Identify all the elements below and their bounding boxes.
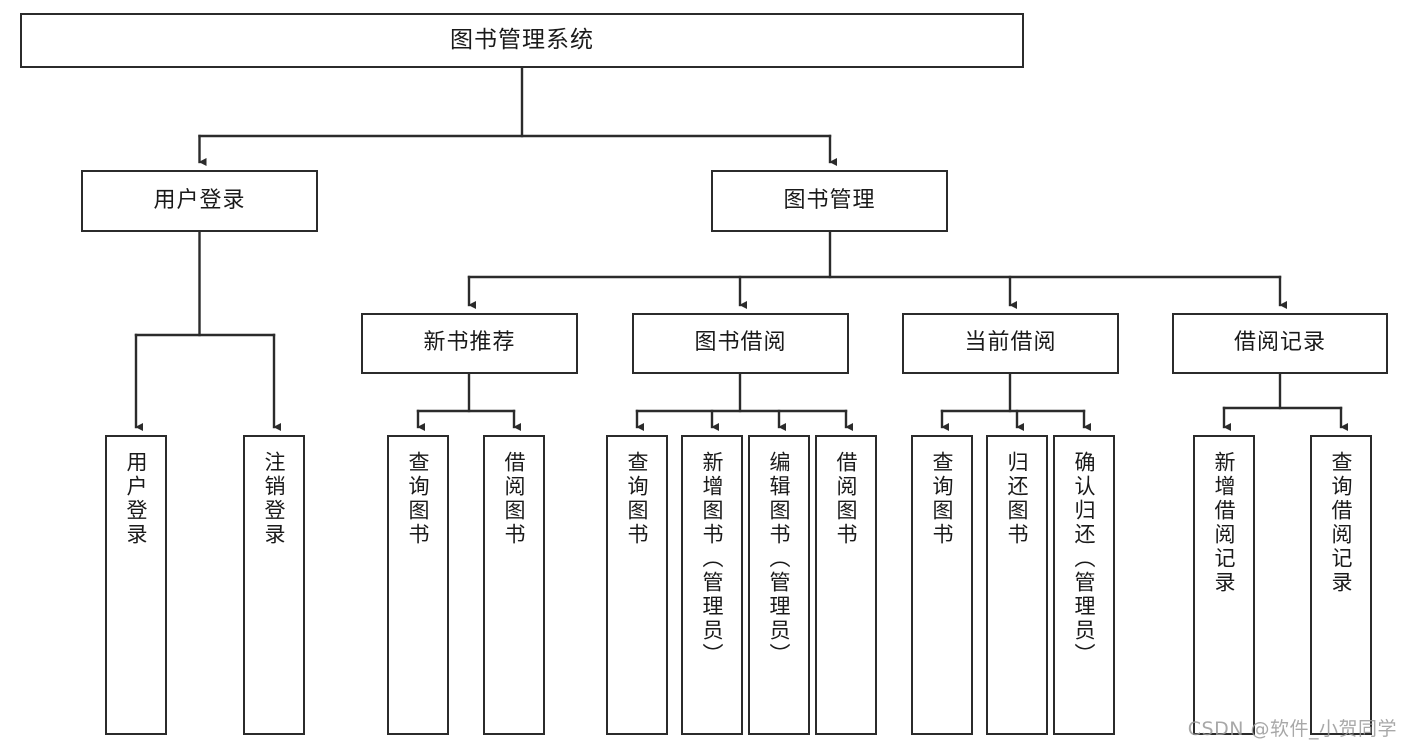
node-leaf-query-book-3[interactable]: 查询图书 bbox=[911, 435, 973, 735]
node-label: 查询借阅记录 bbox=[1329, 451, 1354, 595]
node-label: 新增图书（管理员） bbox=[700, 451, 725, 667]
node-leaf-logout[interactable]: 注销登录 bbox=[243, 435, 305, 735]
node-label: 图书借阅 bbox=[694, 330, 787, 356]
node-label: 新增借阅记录 bbox=[1212, 451, 1237, 595]
node-leaf-query-book-2[interactable]: 查询图书 bbox=[606, 435, 668, 735]
node-label: 确认归还（管理员） bbox=[1072, 451, 1097, 667]
node-new-book-recommend[interactable]: 新书推荐 bbox=[361, 313, 578, 374]
node-root-system[interactable]: 图书管理系统 bbox=[20, 13, 1024, 68]
node-label: 查询图书 bbox=[406, 451, 431, 547]
node-label: 借阅图书 bbox=[834, 451, 859, 547]
node-leaf-query-book-1[interactable]: 查询图书 bbox=[387, 435, 449, 735]
node-leaf-user-login[interactable]: 用户登录 bbox=[105, 435, 167, 735]
node-leaf-query-record[interactable]: 查询借阅记录 bbox=[1310, 435, 1372, 735]
node-leaf-borrow-book-1[interactable]: 借阅图书 bbox=[483, 435, 545, 735]
node-label: 归还图书 bbox=[1005, 451, 1030, 547]
node-label: 用户登录 bbox=[124, 451, 149, 547]
node-label: 借阅记录 bbox=[1233, 330, 1326, 356]
node-label: 注销登录 bbox=[262, 451, 287, 547]
csdn-watermark: CSDN @软件_小贺同学 bbox=[1187, 718, 1397, 740]
node-label: 图书管理系统 bbox=[450, 26, 594, 53]
node-label: 查询图书 bbox=[930, 451, 955, 547]
node-borrow-record[interactable]: 借阅记录 bbox=[1172, 313, 1388, 374]
node-label: 查询图书 bbox=[625, 451, 650, 547]
node-label: 借阅图书 bbox=[502, 451, 527, 547]
node-leaf-return-book[interactable]: 归还图书 bbox=[986, 435, 1048, 735]
node-leaf-add-record[interactable]: 新增借阅记录 bbox=[1193, 435, 1255, 735]
node-book-borrow[interactable]: 图书借阅 bbox=[632, 313, 849, 374]
node-leaf-edit-book[interactable]: 编辑图书（管理员） bbox=[748, 435, 810, 735]
node-leaf-add-book[interactable]: 新增图书（管理员） bbox=[681, 435, 743, 735]
node-label: 新书推荐 bbox=[423, 330, 516, 356]
node-label: 当前借阅 bbox=[964, 330, 1057, 356]
node-label: 用户登录 bbox=[153, 187, 246, 213]
node-leaf-confirm-return[interactable]: 确认归还（管理员） bbox=[1053, 435, 1115, 735]
node-book-manage[interactable]: 图书管理 bbox=[711, 170, 948, 232]
node-current-borrow[interactable]: 当前借阅 bbox=[902, 313, 1119, 374]
node-user-login[interactable]: 用户登录 bbox=[81, 170, 318, 232]
node-leaf-borrow-book-2[interactable]: 借阅图书 bbox=[815, 435, 877, 735]
node-label: 编辑图书（管理员） bbox=[767, 451, 792, 667]
node-label: 图书管理 bbox=[783, 187, 876, 213]
